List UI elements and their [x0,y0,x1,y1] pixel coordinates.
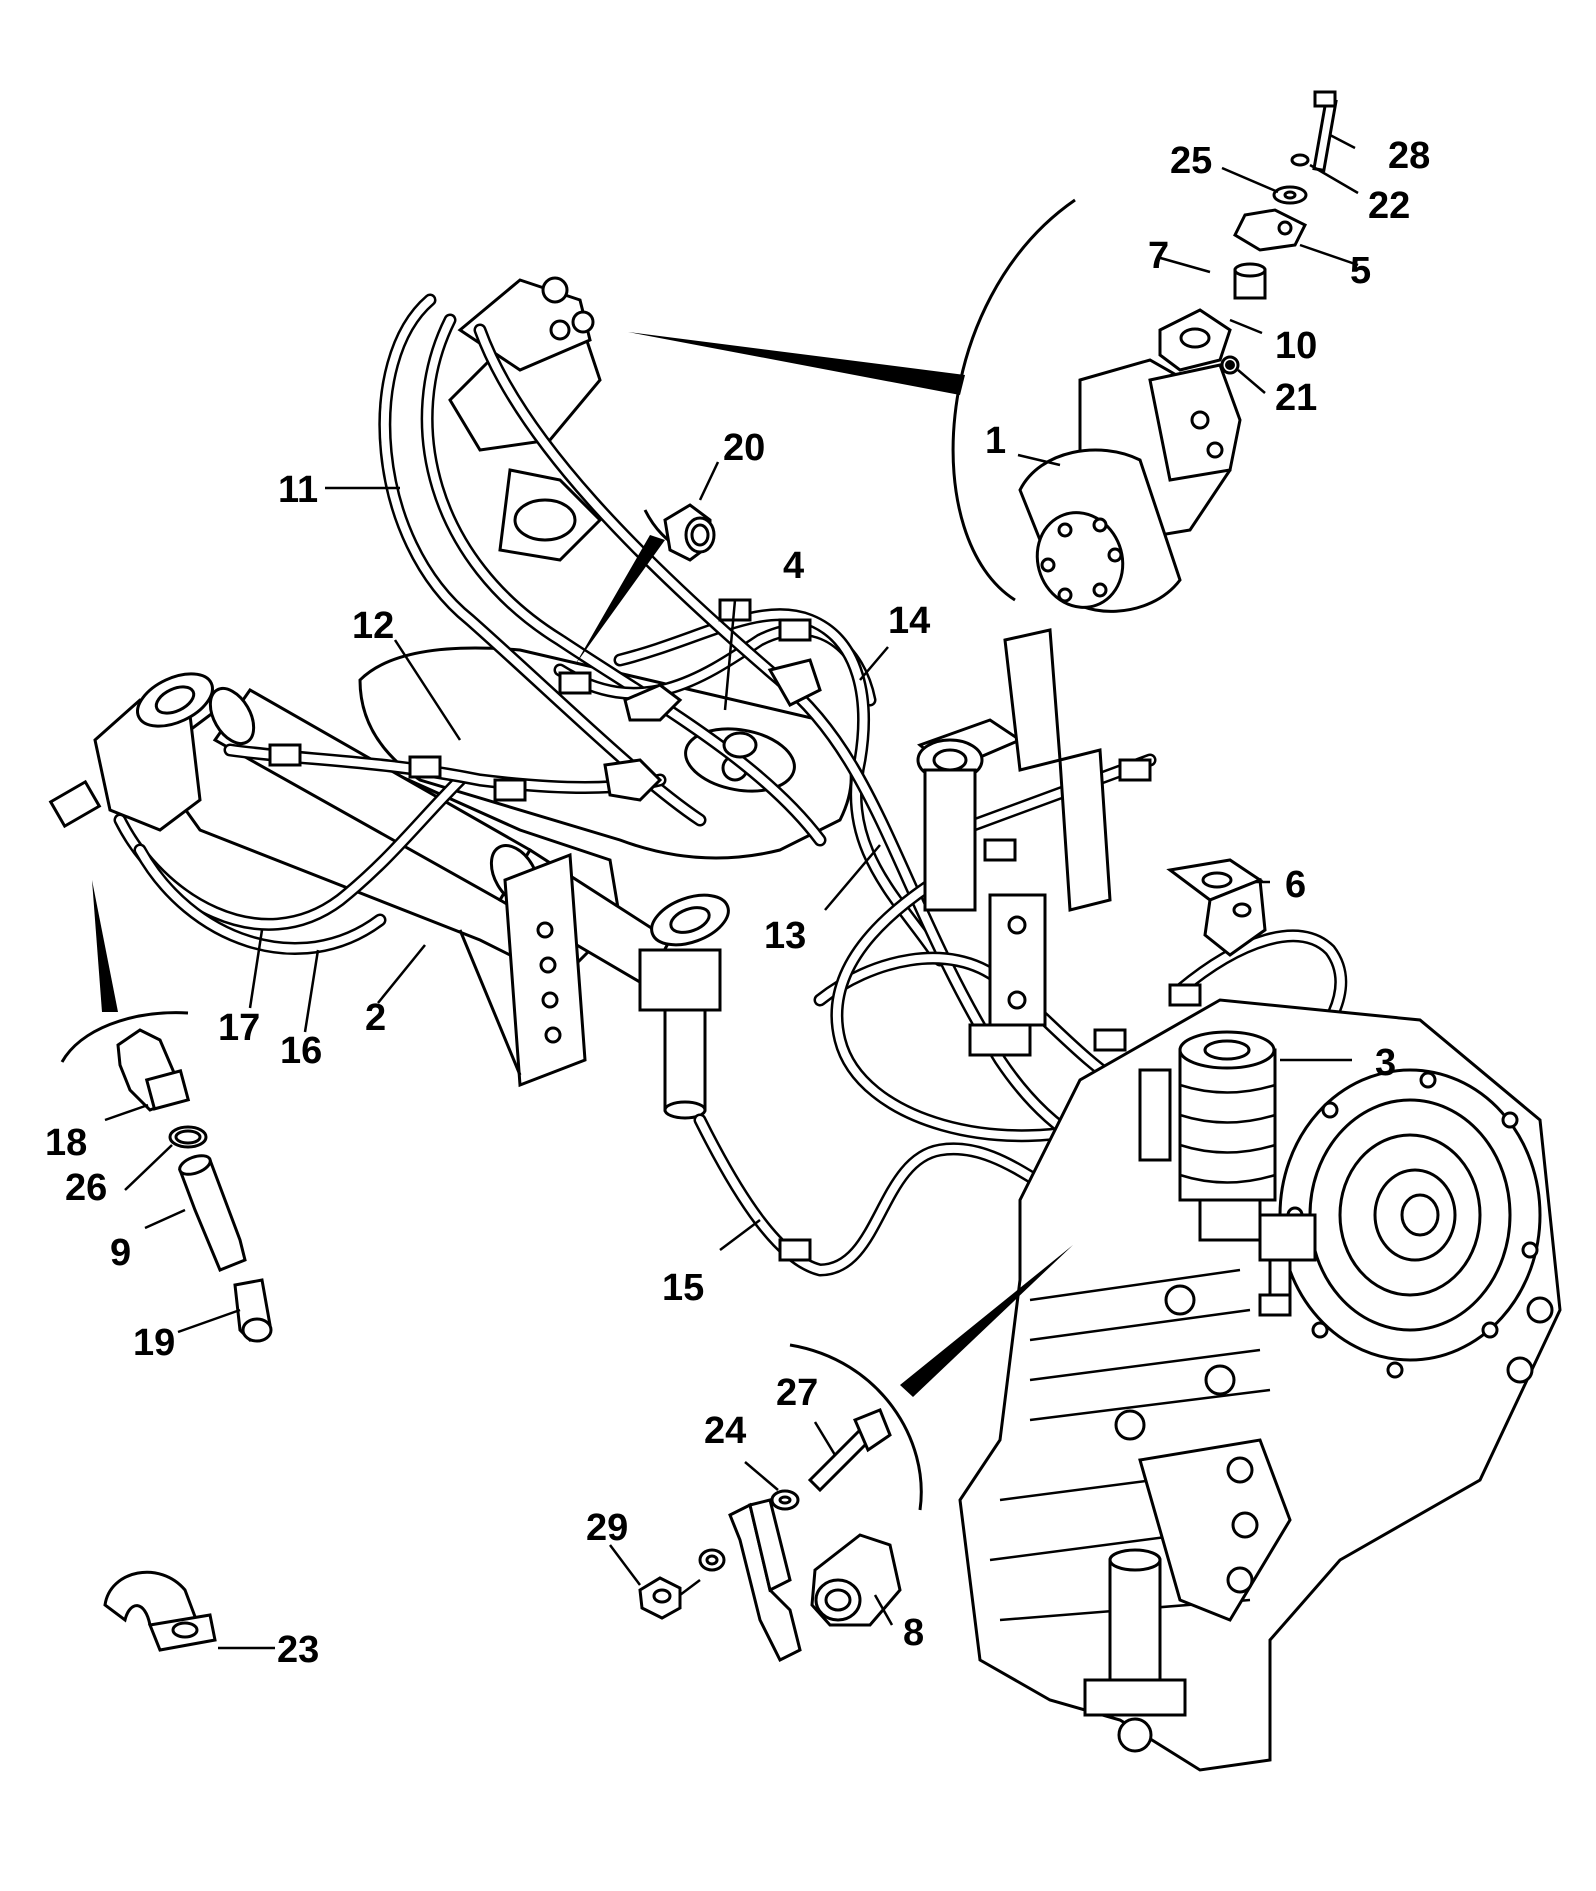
callout-12: 12 [352,605,394,647]
callout-15: 15 [662,1267,704,1309]
callout-1: 1 [985,420,1006,462]
callout-8: 8 [903,1612,924,1654]
callout-21: 21 [1275,377,1317,419]
filter-3 [1138,1030,1277,1242]
leader-lines [104,133,1359,1650]
detail-steering-unit [628,90,1338,613]
callout-22: 22 [1368,185,1410,227]
callout-9: 9 [110,1232,131,1274]
valve-block-mounted [1258,1213,1317,1317]
callout-14: 14 [888,600,930,642]
left-knuckle [48,672,214,832]
callout-10: 10 [1275,325,1317,367]
callout-4: 4 [783,545,804,587]
callout-24: 24 [704,1410,746,1452]
axle-bracket [458,852,587,1088]
callout-27: 27 [776,1372,818,1414]
callout-16: 16 [280,1030,322,1072]
axle-clamps [603,658,822,802]
callout-17: 17 [218,1007,260,1049]
callout-26: 26 [65,1167,107,1209]
callout-6: 6 [1285,864,1306,906]
callout-labels: 1 2 3 4 5 6 7 8 9 10 11 12 13 14 15 16 1… [45,135,1430,1671]
callout-7: 7 [1148,235,1169,277]
right-pivot [916,628,1112,1057]
right-kingpin [638,893,730,1120]
steering-valve-mounted [448,276,603,562]
callout-23: 23 [277,1629,319,1671]
clamp-23 [103,1570,217,1652]
bracket-6 [1166,858,1267,957]
callout-25: 25 [1170,140,1212,182]
detail-bracket-8 [638,1245,1073,1663]
detail-fitting-20 [575,503,716,665]
callout-3: 3 [1375,1042,1396,1084]
callout-28: 28 [1388,135,1430,177]
callout-11: 11 [278,469,318,511]
callout-5: 5 [1350,250,1371,292]
callout-19: 19 [133,1322,175,1364]
callout-29: 29 [586,1507,628,1549]
detail-left-fittings [60,880,273,1343]
callout-20: 20 [723,427,765,469]
callout-2: 2 [365,997,386,1039]
transmission [958,998,1562,1772]
callout-18: 18 [45,1122,87,1164]
callout-13: 13 [764,915,806,957]
